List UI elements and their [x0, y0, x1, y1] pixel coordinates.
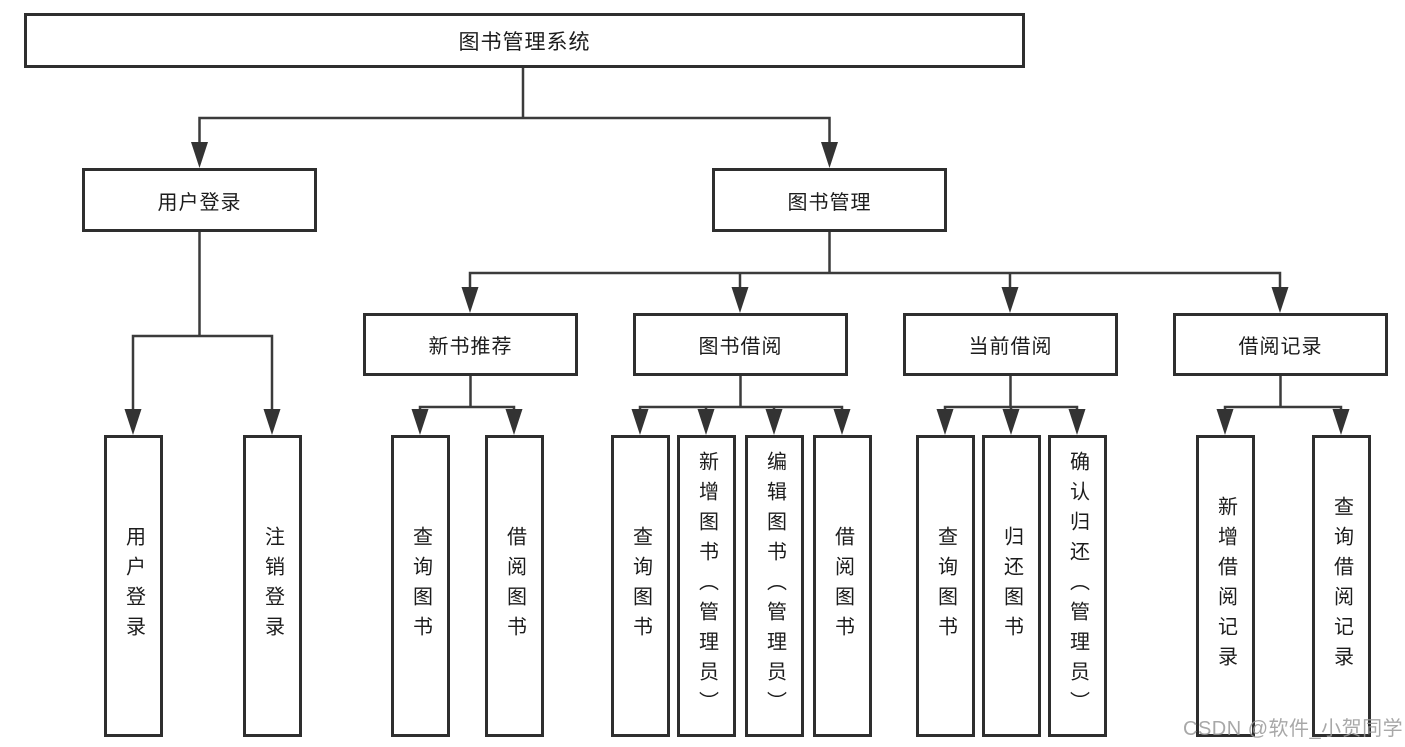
- node-add-book-admin: 新增图书（管理员）: [677, 435, 736, 737]
- node-label: 借阅记录: [1238, 336, 1323, 358]
- node-label: 当前借阅: [968, 336, 1053, 358]
- node-user-login: 用户登录: [82, 168, 317, 232]
- node-new-book-recommend: 新书推荐: [363, 313, 578, 376]
- node-label: 用户登录: [157, 191, 242, 214]
- node-label: 新增借阅记录: [1214, 496, 1237, 676]
- node-current-borrowing: 当前借阅: [903, 313, 1118, 376]
- node-label: 图书管理: [787, 191, 872, 214]
- node-borrow-books-borrowing: 借阅图书: [813, 435, 872, 737]
- node-label: 查询图书: [629, 526, 652, 646]
- node-library-management-system: 图书管理系统: [24, 13, 1025, 68]
- node-label: 图书借阅: [698, 336, 783, 358]
- node-label: 编辑图书（管理员）: [763, 451, 786, 721]
- node-label: 查询借阅记录: [1330, 496, 1353, 676]
- node-return-book: 归还图书: [982, 435, 1041, 737]
- node-confirm-return-admin: 确认归还（管理员）: [1048, 435, 1107, 737]
- node-query-books-borrowing: 查询图书: [611, 435, 670, 737]
- csdn-watermark: CSDN @软件_小贺同学: [1183, 718, 1404, 740]
- node-label: 图书管理系统: [458, 30, 591, 54]
- node-query-books-recommend: 查询图书: [391, 435, 450, 737]
- node-label: 确认归还（管理员）: [1066, 451, 1089, 721]
- node-label: 查询图书: [934, 526, 957, 646]
- node-label: 新书推荐: [428, 336, 513, 358]
- node-book-management: 图书管理: [712, 168, 947, 232]
- node-label: 查询图书: [409, 526, 432, 646]
- node-logout-login: 注销登录: [243, 435, 302, 737]
- node-label: 新增图书（管理员）: [695, 451, 718, 721]
- node-label: 用户登录: [122, 526, 145, 646]
- node-borrowing-records: 借阅记录: [1173, 313, 1388, 376]
- node-label: 借阅图书: [503, 526, 526, 646]
- node-label: 归还图书: [1000, 526, 1023, 646]
- node-query-books-current: 查询图书: [916, 435, 975, 737]
- node-add-borrow-record: 新增借阅记录: [1196, 435, 1255, 737]
- node-edit-book-admin: 编辑图书（管理员）: [745, 435, 804, 737]
- node-user-login-leaf: 用户登录: [104, 435, 163, 737]
- node-borrow-books-recommend: 借阅图书: [485, 435, 544, 737]
- node-label: 借阅图书: [831, 526, 854, 646]
- node-book-borrowing: 图书借阅: [633, 313, 848, 376]
- node-query-borrow-record: 查询借阅记录: [1312, 435, 1371, 737]
- node-label: 注销登录: [261, 526, 284, 646]
